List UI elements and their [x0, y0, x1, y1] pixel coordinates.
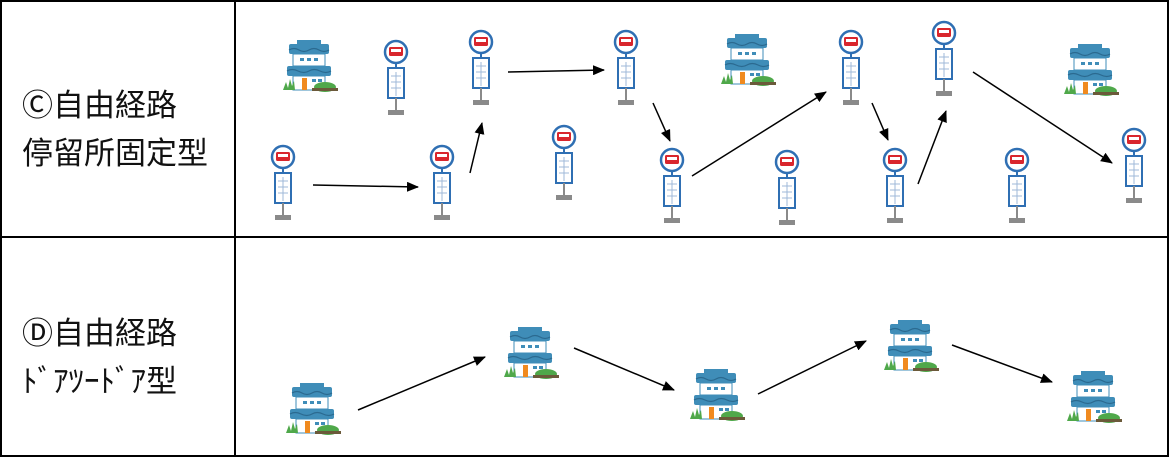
- bus-stop-icon: [659, 147, 685, 225]
- arrow-icon: [972, 71, 1113, 164]
- arrow-icon: [757, 340, 867, 395]
- arrow-icon: [573, 347, 675, 391]
- bus-stop-icon: [1121, 127, 1147, 205]
- bus-stop-icon: [383, 39, 409, 117]
- bus-stop-icon: [429, 144, 455, 222]
- bus-stop-icon: [468, 29, 494, 107]
- row-d-label: Ⓓ自由経路 ﾄﾞｱﾂｰﾄﾞｱ型: [22, 310, 227, 406]
- arrow-icon: [507, 65, 605, 76]
- arrow-icon: [691, 91, 827, 177]
- arrow-icon: [871, 102, 889, 141]
- bus-stop-icon: [882, 147, 908, 225]
- row-c-label: Ⓒ自由経路 停留所固定型: [22, 82, 227, 178]
- bus-stop-icon: [551, 124, 577, 202]
- row-d-route-arrows: [357, 340, 1053, 411]
- bus-stop-icon: [613, 29, 639, 107]
- house-icon: [689, 368, 746, 422]
- bus-stop-icon: [774, 149, 800, 227]
- row-d-title: Ⓓ自由経路: [22, 316, 177, 352]
- arrow-icon: [312, 181, 419, 192]
- row-c-subtitle: 停留所固定型: [22, 136, 208, 172]
- house-icon: [720, 33, 777, 87]
- row-c-route-arrows: [312, 65, 1113, 192]
- row-d-subtitle: ﾄﾞｱﾂｰﾄﾞｱ型: [22, 364, 177, 400]
- house-icon: [282, 39, 339, 93]
- house-icon: [1063, 43, 1120, 97]
- bus-stop-icon: [931, 20, 957, 98]
- row-c-houses: [282, 33, 1120, 97]
- arrow-icon: [917, 110, 947, 185]
- bus-stop-icon: [1004, 147, 1030, 225]
- bus-stop-icon: [270, 144, 296, 222]
- row-c-bus-stops: [270, 20, 1147, 227]
- arrow-icon: [469, 122, 485, 174]
- arrow-icon: [652, 102, 671, 142]
- house-icon: [1066, 370, 1123, 424]
- row-c-title: Ⓒ自由経路: [22, 88, 177, 124]
- house-icon: [883, 319, 940, 373]
- row-d-houses: [285, 319, 1123, 436]
- house-icon: [503, 326, 560, 380]
- bus-stop-icon: [838, 29, 864, 107]
- arrow-icon: [951, 344, 1053, 383]
- house-icon: [285, 382, 342, 436]
- arrow-icon: [357, 356, 486, 411]
